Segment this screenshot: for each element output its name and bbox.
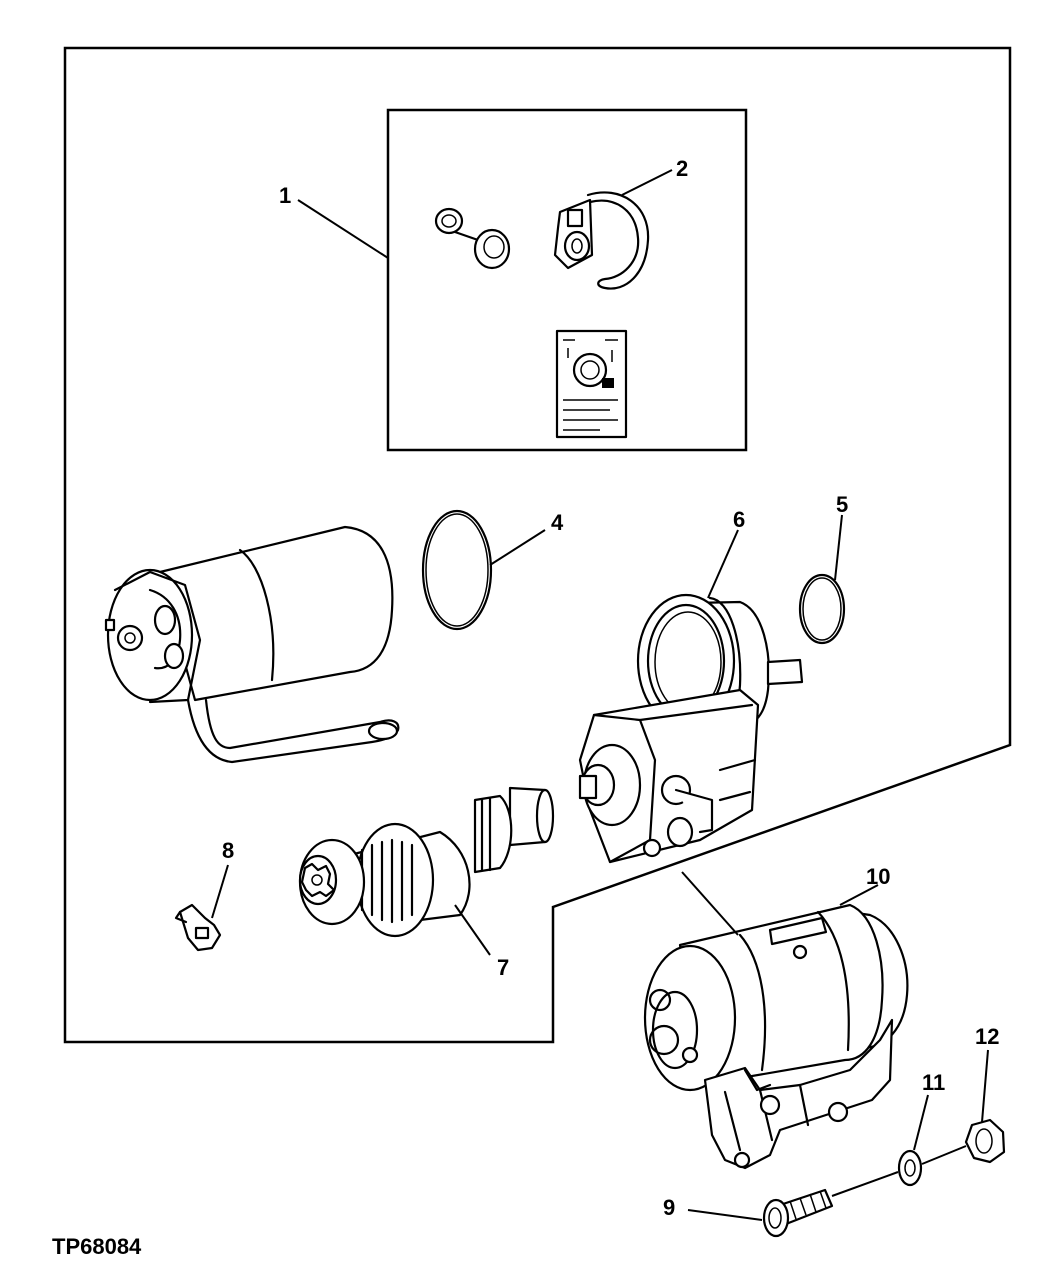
assembly-line-washer-nut — [921, 1145, 967, 1165]
leader-lines — [211, 169, 989, 1221]
leader-4 — [489, 529, 546, 566]
drive-housing-icon — [578, 593, 804, 864]
starter-drive-icon — [298, 786, 555, 938]
callout-6: 6 — [733, 507, 745, 532]
terminal-clip-icon — [174, 903, 222, 952]
leader-1 — [297, 199, 389, 259]
cap-screw-icon — [762, 1188, 834, 1238]
leader-7 — [454, 904, 491, 956]
callout-1: 1 — [279, 183, 291, 208]
leader-10 — [839, 884, 879, 906]
callout-2: 2 — [676, 156, 688, 181]
assembly-line-motor — [681, 871, 739, 936]
callout-5: 5 — [836, 492, 848, 517]
leader-2 — [621, 169, 673, 196]
leader-8 — [211, 864, 229, 919]
assembly-line-screw-washer — [831, 1171, 899, 1197]
figure-id: TP68084 — [52, 1234, 142, 1259]
leader-11 — [913, 1094, 929, 1151]
leader-6 — [707, 529, 739, 599]
field-frame-housing-icon — [104, 525, 400, 764]
hex-nut-icon — [964, 1118, 1006, 1164]
callout-7: 7 — [497, 955, 509, 980]
leader-5 — [834, 514, 843, 581]
kit-outline — [63, 46, 1012, 1044]
retaining-ring-with-terminal-icon — [553, 191, 650, 290]
o-ring-large-icon — [421, 509, 493, 631]
callout-11: 11 — [922, 1070, 945, 1095]
callout-12: 12 — [975, 1024, 999, 1049]
instruction-sheet-icon — [555, 329, 628, 439]
bushing-caps-icon — [434, 207, 511, 270]
o-ring-small-icon — [798, 573, 846, 645]
leader-12 — [981, 1049, 989, 1123]
callout-9: 9 — [663, 1195, 675, 1220]
callout-4: 4 — [551, 510, 564, 535]
leader-9 — [687, 1209, 763, 1221]
repair-kit-inner-box — [386, 108, 748, 452]
callout-8: 8 — [222, 838, 234, 863]
starting-motor-assembly-icon — [643, 903, 909, 1170]
lock-washer-icon — [897, 1149, 923, 1187]
callouts: 1 2 4 5 6 7 8 9 10 11 12 — [222, 156, 999, 1220]
callout-10: 10 — [866, 864, 890, 889]
